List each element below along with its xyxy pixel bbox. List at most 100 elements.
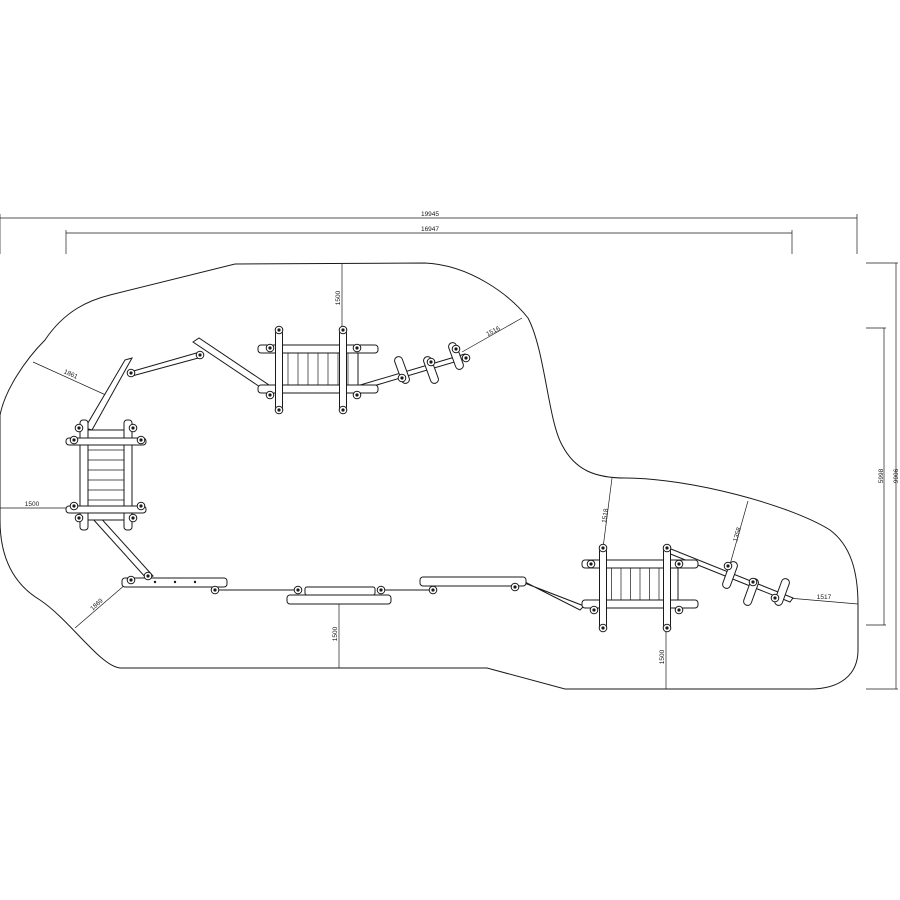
- bolt-marker: [428, 585, 438, 595]
- bolt-center: [268, 393, 272, 397]
- bolt-marker: [770, 593, 780, 603]
- clearance-bottom-right-label: 1500: [659, 649, 666, 664]
- diag-upper-left: 1861: [32, 361, 109, 397]
- inner-height-label: 5998: [878, 468, 885, 483]
- inner-height-dimension: 5998: [866, 327, 886, 626]
- diagonal-logs: [84, 337, 794, 611]
- stepping-log: [722, 561, 738, 589]
- overall-width-dimension: 19945: [0, 211, 858, 254]
- bolt-center: [601, 546, 605, 550]
- bolt-marker: [338, 405, 348, 415]
- bolt-center: [296, 588, 300, 592]
- bolt-marker: [274, 325, 284, 335]
- bolt-marker: [461, 353, 471, 363]
- bolt-marker: [598, 623, 608, 633]
- bolt-center: [665, 546, 669, 550]
- bolt-center: [268, 346, 272, 350]
- bolt-center: [72, 504, 76, 508]
- bolt-marker: [265, 343, 275, 353]
- bolt-marker: [723, 561, 733, 571]
- bolt-center: [277, 408, 281, 412]
- bolt-center: [601, 626, 605, 630]
- bolt-center: [677, 562, 681, 566]
- clearance-bottom-left-label: 1500: [332, 626, 339, 641]
- bolt-center: [131, 426, 135, 430]
- bolt-marker: [598, 543, 608, 553]
- bolt-center: [665, 626, 669, 630]
- bolt-center: [592, 608, 596, 612]
- clearance-left-label: 1500: [25, 501, 40, 508]
- bolt-center: [513, 585, 517, 589]
- bolt-center: [129, 371, 133, 375]
- bolt-center: [429, 360, 433, 364]
- diag-lower-left-label: 1869: [89, 597, 105, 612]
- bolt-center: [129, 578, 133, 582]
- bolt-center: [726, 564, 730, 568]
- bolt-center: [589, 562, 593, 566]
- ladder-bridge: [65, 419, 147, 531]
- bolt-center: [146, 574, 150, 578]
- balance-beam-right: [419, 576, 527, 587]
- bolt-marker: [265, 390, 275, 400]
- overall-height-dimension: 9906: [866, 262, 900, 690]
- bolt-marker: [69, 435, 79, 445]
- bolt-center: [454, 347, 458, 351]
- bolt-marker: [293, 585, 303, 595]
- diag-upper-right: 1516: [461, 317, 523, 353]
- bolt-marker: [352, 390, 362, 400]
- support-post: [599, 547, 607, 629]
- bolt-center: [677, 608, 681, 612]
- diag-far-right: 1517: [787, 594, 859, 605]
- diag-mid-right: 1518: [601, 477, 613, 549]
- bottom-beams: [121, 576, 527, 605]
- bolt-center: [464, 356, 468, 360]
- bolt-center: [139, 438, 143, 442]
- bolt-marker: [662, 623, 672, 633]
- bolt-marker: [126, 368, 136, 378]
- diagonal-log: [84, 357, 134, 431]
- bolt-marker: [397, 373, 407, 383]
- ladder-crossbar: [65, 437, 147, 446]
- bolt-center: [400, 376, 404, 380]
- bolt-center: [77, 426, 81, 430]
- bolt-marker: [126, 575, 136, 585]
- support-post: [663, 547, 671, 629]
- connecting-beams: [129, 351, 433, 591]
- bolt-center: [277, 328, 281, 332]
- balance-beam-center-top: [304, 586, 376, 596]
- bolt-marker: [69, 501, 79, 511]
- clearance-bottom-left: 1500: [332, 600, 340, 668]
- diag-upper-right-label: 1516: [485, 325, 501, 338]
- bolt-center: [341, 328, 345, 332]
- inner-width-dimension: 16947: [65, 226, 793, 254]
- bolt-center: [198, 353, 202, 357]
- bolt-marker: [274, 405, 284, 415]
- support-post: [339, 329, 347, 411]
- bolt-center: [341, 408, 345, 412]
- bolt-center: [213, 588, 217, 592]
- bolt-marker: [136, 501, 146, 511]
- post-markers: [69, 325, 780, 633]
- bolt-center: [355, 393, 359, 397]
- bolt-marker: [128, 513, 138, 523]
- diagonal-log: [516, 577, 585, 611]
- balance-beam-center: [286, 594, 392, 605]
- bolt-center: [773, 596, 777, 600]
- diag-right-low-label: 1358: [732, 526, 743, 542]
- bolt-marker: [748, 577, 758, 587]
- bolt-center: [77, 516, 81, 520]
- bolt-marker: [589, 605, 599, 615]
- bolt-center: [139, 504, 143, 508]
- clearance-left: 1500: [0, 501, 70, 509]
- bolt-marker: [338, 325, 348, 335]
- bolt-marker: [128, 423, 138, 433]
- bolt-marker: [376, 585, 386, 595]
- diag-right-low: 1358: [728, 500, 749, 569]
- bolt-marker: [586, 559, 596, 569]
- bolt-marker: [426, 357, 436, 367]
- bolt-center: [72, 438, 76, 442]
- safety-zone-outline: [0, 262, 859, 690]
- overall-width-label: 19945: [421, 211, 439, 218]
- bolt-marker: [136, 435, 146, 445]
